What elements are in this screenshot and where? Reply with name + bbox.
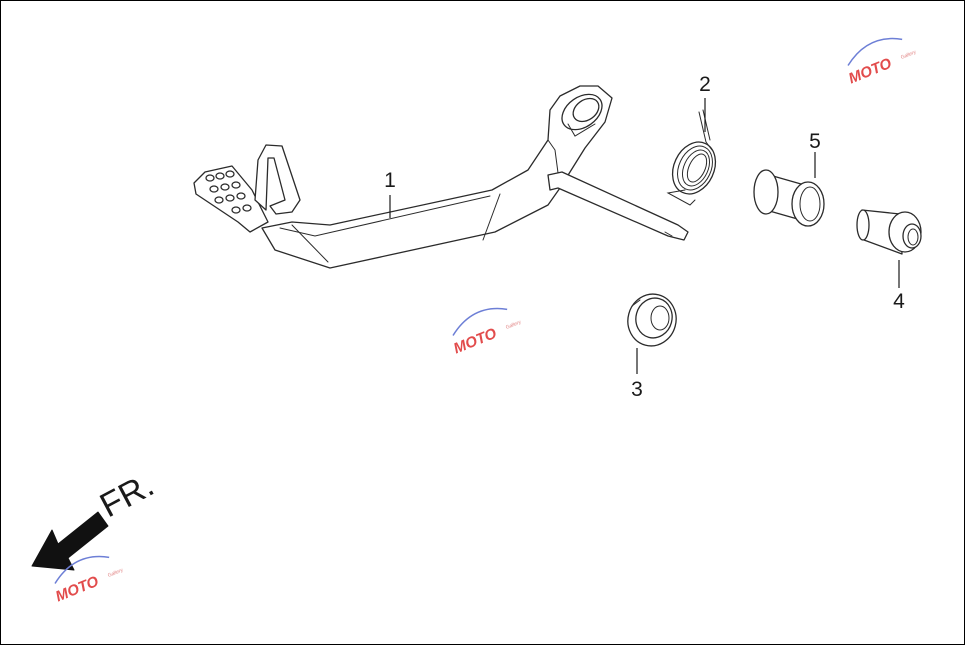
svg-text:MOTO: MOTO [53, 573, 101, 606]
collar-nut-part [856, 209, 922, 255]
pedal-grip-holes [205, 170, 252, 214]
callout-5: 5 [809, 130, 821, 153]
svg-text:Gallery: Gallery [505, 319, 522, 331]
svg-text:Gallery: Gallery [107, 567, 124, 579]
flange-washer-part [627, 293, 677, 347]
callout-1: 1 [384, 169, 396, 192]
callout-2: 2 [699, 73, 711, 96]
watermark-logo-top: MOTO Gallery [846, 37, 917, 88]
front-direction-label: FR. [94, 466, 160, 525]
svg-text:MOTO: MOTO [846, 55, 894, 88]
brake-pedal-part [193, 85, 689, 269]
callout-3: 3 [631, 378, 643, 401]
svg-text:Gallery: Gallery [900, 49, 917, 61]
callout-4: 4 [893, 290, 905, 313]
watermark-logo-middle: MOTO Gallery [451, 307, 522, 358]
front-direction-arrow [31, 511, 109, 571]
bushing-sleeve-part [753, 169, 825, 227]
torsion-spring-part [666, 109, 717, 206]
svg-text:MOTO: MOTO [451, 325, 499, 358]
